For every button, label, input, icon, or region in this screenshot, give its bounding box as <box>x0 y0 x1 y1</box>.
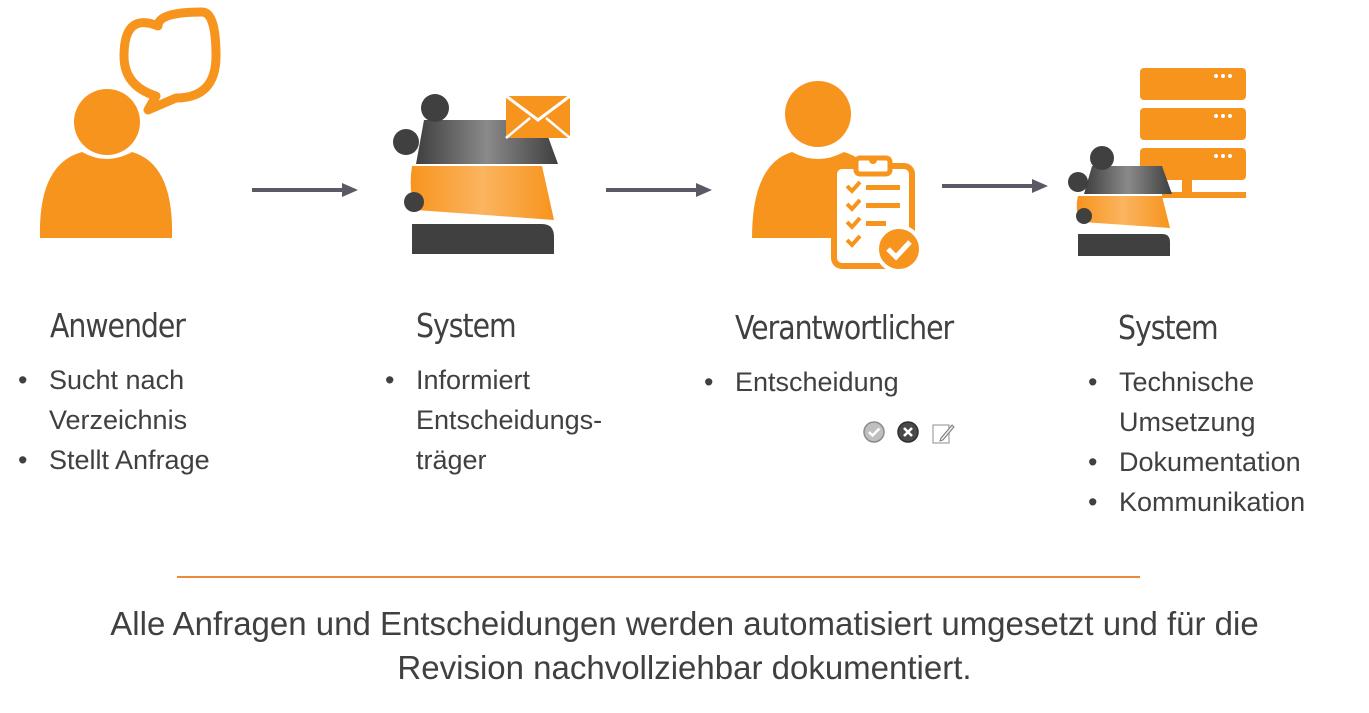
edit-icon <box>930 420 956 451</box>
step-title-anwender: Anwender <box>50 306 186 345</box>
bullet-list-system: Informiert Entscheidungs-träger <box>385 360 625 480</box>
bullet-list-anwender: Sucht nach Verzeichnis Stellt Anfrage <box>18 360 258 480</box>
arrow-right-icon <box>250 181 360 204</box>
bullet-list-verantwortlicher: Entscheidung <box>704 362 964 402</box>
step-title-system: System <box>416 306 517 345</box>
user-checklist-icon <box>752 78 927 273</box>
list-item: Stellt Anfrage <box>18 440 258 480</box>
list-item: Dokumentation <box>1088 442 1348 482</box>
system-mail-icon <box>392 92 577 262</box>
arrow-right-icon <box>940 177 1050 200</box>
bullet-list-system-final: Technische Umsetzung Dokumentation Kommu… <box>1088 362 1348 522</box>
system-server-icon <box>1066 66 1251 261</box>
footer-statement: Alle Anfragen und Entscheidungen werden … <box>40 602 1329 690</box>
reject-icon <box>896 420 920 449</box>
divider <box>177 576 1140 578</box>
footer-line-1: Alle Anfragen und Entscheidungen werden … <box>110 605 1259 642</box>
list-item: Sucht nach Verzeichnis <box>18 360 258 440</box>
list-item: Kommunikation <box>1088 482 1348 522</box>
approve-icon <box>862 420 886 449</box>
user-speech-bubble-icon <box>36 6 221 246</box>
step-title-system: System <box>1118 308 1219 347</box>
list-item: Entscheidung <box>704 362 964 402</box>
step-title-verantwortlicher: Verantwortlicher <box>735 308 954 347</box>
arrow-right-icon <box>604 181 714 204</box>
footer-line-2: Revision nachvollziehbar dokumentiert. <box>397 649 972 686</box>
list-item: Informiert Entscheidungs-träger <box>385 360 625 480</box>
list-item: Technische Umsetzung <box>1088 362 1348 442</box>
